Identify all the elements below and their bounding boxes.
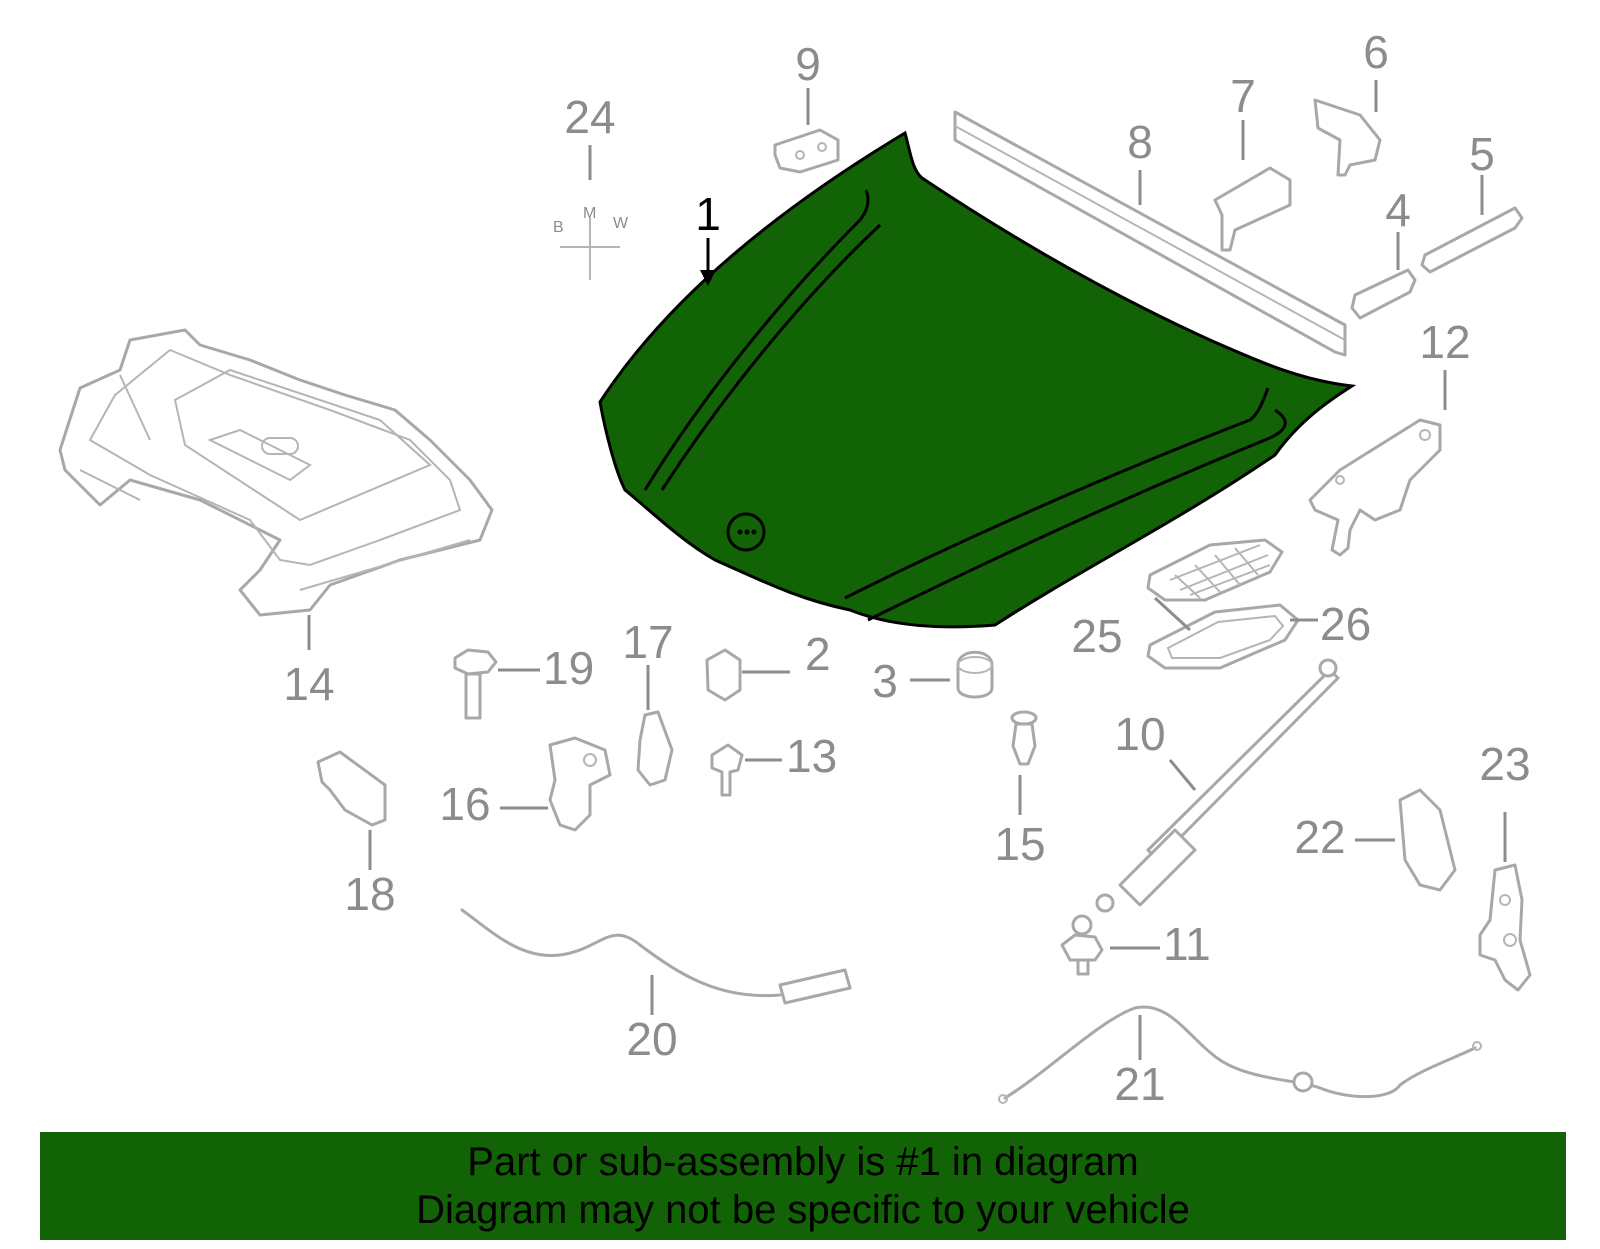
callout-6[interactable]: 6 — [1363, 26, 1389, 78]
bumper-part-3[interactable] — [956, 650, 994, 699]
hood-crease-right-inner — [867, 408, 1287, 622]
callout-21[interactable]: 21 — [1114, 1058, 1165, 1110]
callout-26[interactable]: 26 — [1320, 598, 1371, 650]
stud-part-11[interactable] — [1060, 914, 1104, 976]
callout-16[interactable]: 16 — [439, 778, 490, 830]
strut-part-10[interactable] — [1095, 658, 1340, 913]
callout-23[interactable]: 23 — [1479, 738, 1530, 790]
bracket-part-6[interactable] — [1313, 98, 1382, 177]
cable-part-21[interactable] — [998, 1005, 1482, 1104]
vent-part-25[interactable] — [1146, 538, 1284, 602]
latch-part-23[interactable] — [1478, 863, 1532, 992]
callout-20[interactable]: 20 — [626, 1013, 677, 1065]
callout-2[interactable]: 2 — [805, 628, 831, 680]
callout-22[interactable]: 22 — [1294, 811, 1345, 863]
callout-9[interactable]: 9 — [795, 38, 821, 90]
seal-part-17[interactable] — [636, 710, 674, 787]
callout-17[interactable]: 17 — [622, 616, 673, 668]
info-banner-background — [40, 1132, 1566, 1240]
callout-10[interactable]: 10 — [1114, 708, 1165, 760]
emblem-letter-b: B — [553, 219, 564, 236]
callout-15[interactable]: 15 — [994, 818, 1045, 870]
bracket-part-7[interactable] — [1213, 166, 1292, 252]
insulation-part-14[interactable] — [58, 328, 494, 617]
callout-11[interactable]: 11 — [1163, 918, 1211, 970]
banner-line-2: Diagram may not be specific to your vehi… — [416, 1188, 1190, 1232]
callout-14[interactable]: 14 — [283, 658, 334, 710]
hood-crease-left — [643, 189, 870, 491]
cable-part-20[interactable] — [460, 908, 852, 1005]
latch-bracket-part-16[interactable] — [548, 736, 612, 832]
info-banner: Part or sub-assembly is #1 in diagram Di… — [40, 1132, 1566, 1240]
emblem-mount-icon — [726, 512, 766, 552]
callout-3[interactable]: 3 — [872, 655, 898, 707]
hood-crease-left-inner — [660, 223, 882, 491]
callout-4[interactable]: 4 — [1385, 184, 1411, 236]
callout-12[interactable]: 12 — [1419, 316, 1470, 368]
callout-8[interactable]: 8 — [1127, 116, 1153, 168]
hood-part-1[interactable] — [598, 130, 1357, 629]
hood-panel[interactable] — [598, 130, 1357, 629]
bracket-part-18[interactable] — [316, 750, 387, 827]
callout-24[interactable]: 24 — [564, 91, 615, 143]
callout-7[interactable]: 7 — [1230, 70, 1256, 122]
vent-frame-part-26[interactable] — [1146, 603, 1300, 670]
emblem-hole — [744, 529, 750, 535]
bracket-part-22[interactable] — [1398, 788, 1457, 892]
bolt-part-19[interactable] — [453, 648, 498, 720]
callout-5[interactable]: 5 — [1469, 128, 1495, 180]
hood-crease-right — [844, 387, 1270, 600]
seal-part-8[interactable] — [953, 110, 1347, 357]
trim-part-5[interactable] — [1420, 206, 1524, 274]
nut-part-13[interactable] — [710, 743, 744, 797]
callout-19[interactable]: 19 — [543, 642, 594, 694]
hinge-part-12[interactable] — [1308, 418, 1442, 557]
emblem-letter-w: W — [613, 215, 629, 232]
callout-25[interactable]: 25 — [1071, 610, 1122, 662]
emblem-hole — [737, 529, 743, 535]
clip-part-2[interactable] — [705, 648, 742, 702]
leader-lines — [307, 80, 1507, 1060]
emblem-letter-m: M — [583, 205, 596, 222]
callout-13[interactable]: 13 — [786, 730, 837, 782]
bracket-part-9[interactable] — [773, 128, 840, 174]
emblem-hole — [751, 529, 757, 535]
emblem-part-24[interactable]: B M W — [553, 205, 629, 280]
callout-1[interactable]: 1 — [695, 188, 721, 240]
callout-18[interactable]: 18 — [344, 868, 395, 920]
callout-labels: 1 2 3 4 5 6 7 8 9 10 11 12 13 14 15 16 1… — [283, 26, 1530, 1110]
trim-part-4[interactable] — [1350, 268, 1417, 320]
pin-part-15[interactable] — [1010, 710, 1038, 766]
banner-line-1: Part or sub-assembly is #1 in diagram — [467, 1140, 1139, 1184]
